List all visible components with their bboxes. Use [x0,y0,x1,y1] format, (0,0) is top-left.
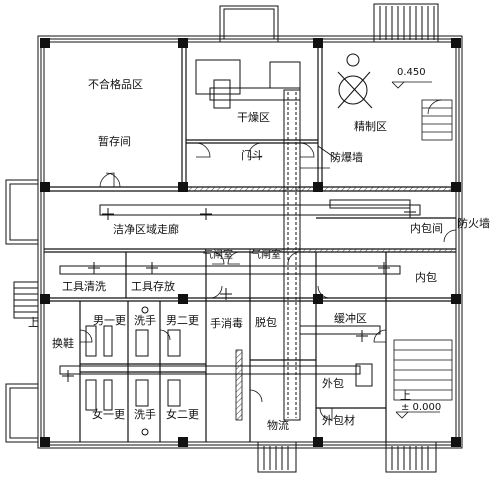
label-male-change2: 男二更 [166,314,199,327]
left-protrusions [5,179,39,443]
label-drying: 干燥区 [237,111,270,124]
label-tool-wash: 工具清洗 [62,280,106,293]
elevation-lower: ± 0.000 [401,402,442,413]
label-female-change2: 女二更 [166,408,199,421]
label-clean-corridor: 洁净区域走廊 [113,223,179,236]
label-firewall: 防火墙 [457,217,490,230]
label-shoe-change: 换鞋 [52,337,74,350]
label-inner-pack-room: 内包间 [410,222,443,235]
label-logistics: 物流 [267,419,289,432]
label-air-lock-1: 气闸室 [203,250,233,261]
bottom-stair-towers [257,441,437,473]
ducts [59,87,421,421]
label-buffer: 缓冲区 [334,312,367,325]
label-hand-disinfect: 手消毒 [210,317,243,330]
label-up-right: 上 [400,389,411,402]
label-explosion-wall: 防爆墙 [330,151,363,164]
label-hand-wash-m: 洗手 [134,314,156,327]
label-outer-pack-material: 外包材 [322,414,355,427]
label-outer-pack: 外包 [322,377,344,390]
elevation-upper: 0.450 [397,67,426,78]
label-inner-pack: 内包 [415,271,437,284]
label-airlock-door: 门斗 [241,149,263,162]
equipment [85,53,373,436]
label-refining: 精制区 [354,120,387,133]
diffusers [62,206,416,382]
label-unpack: 脱包 [255,316,277,329]
label-tool-store: 工具存放 [131,280,175,293]
label-female-change1: 女一更 [92,408,125,421]
label-temp-storage: 暂存间 [98,135,131,148]
label-air-lock-2: 气闸室 [251,250,281,261]
label-male-change1: 男一更 [93,314,126,327]
label-up-left: 上 [28,316,39,329]
label-hand-wash-f: 洗手 [134,408,156,421]
top-stair-towers [219,3,439,43]
elevation-markers [391,81,440,419]
stairs-right [393,99,453,401]
label-unqualified: 不合格品区 [88,78,143,91]
columns [40,38,461,447]
explosion-wall-leader [300,145,339,169]
